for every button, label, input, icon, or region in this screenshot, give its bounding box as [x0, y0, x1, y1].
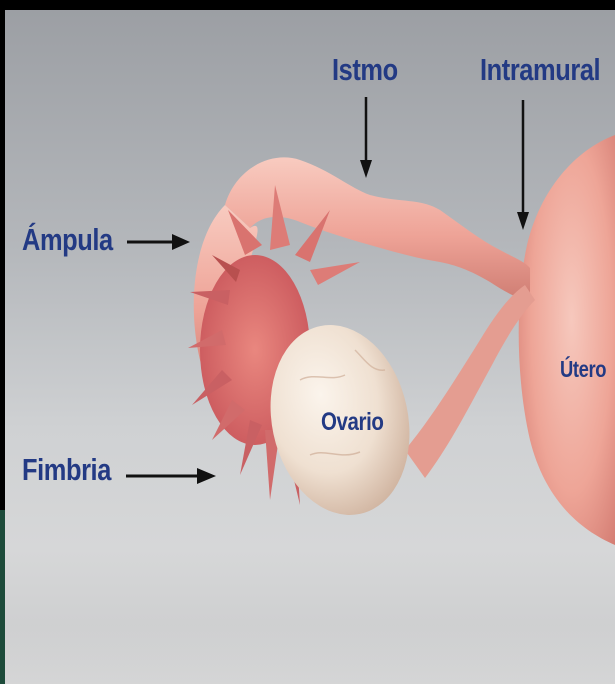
intramural-arrow: [517, 100, 529, 230]
ampula-arrow: [127, 234, 190, 250]
uterus: [519, 135, 615, 545]
ovarian-ligament: [405, 285, 535, 478]
fimbria-label: Fimbria: [22, 452, 111, 488]
utero-label: Útero: [560, 356, 606, 383]
ampula-label: Ámpula: [22, 222, 113, 258]
fimbria-arrow: [126, 468, 216, 484]
ovario-label: Ovario: [321, 408, 383, 437]
istmo-label: Istmo: [332, 52, 398, 88]
istmo-arrow: [360, 97, 372, 178]
intramural-label: Intramural: [480, 52, 600, 88]
